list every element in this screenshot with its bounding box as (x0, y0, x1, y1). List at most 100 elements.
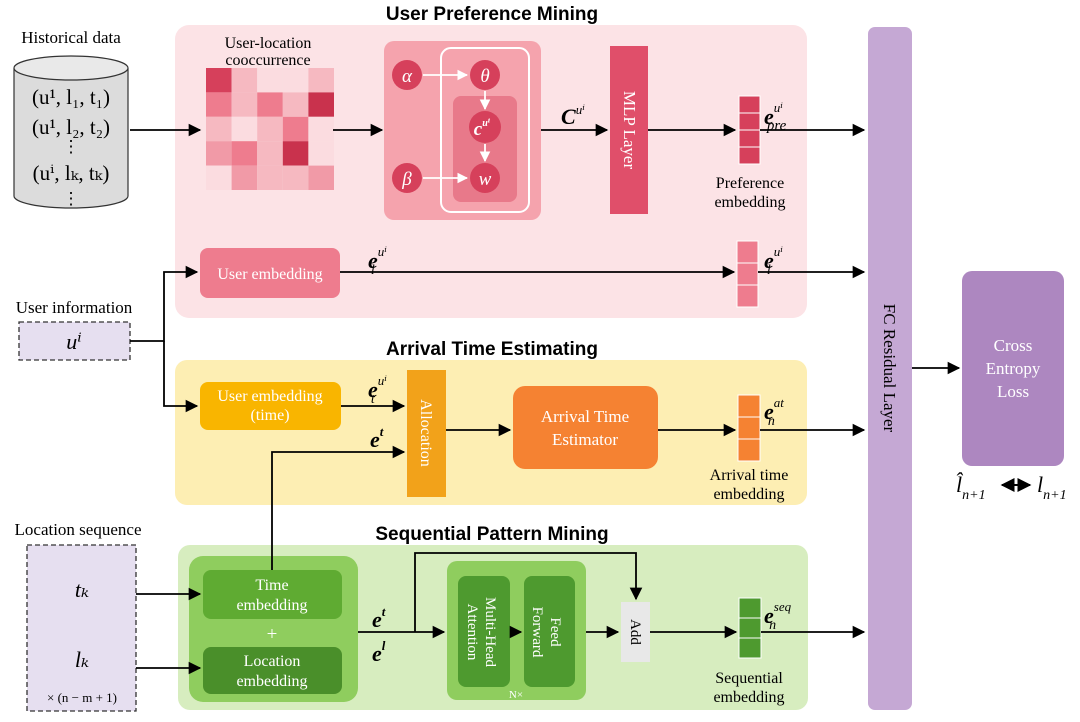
theta-label: θ (480, 66, 489, 87)
heatmap-cell (231, 165, 258, 190)
loc-seq-box (26, 544, 137, 712)
tk-symbol: tₖ (75, 577, 89, 602)
heatmap-cell (231, 116, 258, 142)
loss-1: Cross (994, 336, 1033, 355)
mha-label-2: Attention (464, 604, 480, 661)
c-node-label: cuⁱ (474, 118, 491, 140)
loc-emb-1: Location (244, 653, 301, 670)
heatmap-cell (257, 68, 283, 93)
c-node (469, 111, 501, 143)
user-emb-time-2: (time) (250, 407, 289, 424)
user-emb-time-box (200, 382, 341, 430)
seq-label-2: embedding (713, 689, 784, 706)
mlp-layer (610, 46, 648, 214)
heatmap-cell (206, 68, 232, 93)
heatmap-cell (308, 68, 334, 93)
loss-3: Loss (997, 382, 1029, 401)
pref-embedding-vector (738, 95, 761, 165)
heatmap-cell (257, 141, 283, 166)
location-embedding-box (203, 647, 342, 694)
hist-vdots: ⋮ (63, 137, 80, 156)
c-main-label: Cuⁱ (561, 102, 585, 129)
l-symbol: ln+1 (1037, 472, 1067, 503)
mha-box (458, 576, 510, 687)
pref-label-2: embedding (714, 194, 785, 211)
loss-2: Entropy (986, 359, 1041, 378)
fc-label: FC Residual Layer (880, 304, 899, 433)
estimator-label-1: Arrival Time (541, 407, 629, 426)
cooccurrence-matrix (206, 68, 334, 190)
hist-row-3: (uⁱ, lₖ, tₖ) (33, 161, 110, 185)
time-emb-2: embedding (236, 597, 307, 614)
upm-title: User Preference Mining (386, 4, 598, 25)
heatmap-cell (206, 141, 232, 166)
heatmap-cell (282, 92, 309, 117)
seq-label-1: Sequential (715, 670, 783, 687)
historical-data-label: Historical data (21, 28, 121, 47)
pref-label-1: Preference (716, 175, 784, 192)
hist-row-1: (u¹, l₁, t₁) (32, 85, 110, 109)
heatmap-cell (231, 68, 258, 93)
allocation-label: Allocation (417, 399, 434, 467)
ate-title: Arrival Time Estimating (386, 339, 598, 360)
estimator-label-2: Estimator (552, 430, 618, 449)
ff-label-1: Feed (547, 617, 563, 647)
et-symbol: et (370, 424, 384, 452)
at-label-1: Arrival time (710, 467, 789, 484)
user-embedding-label: User embedding (217, 266, 322, 283)
arrival-estimator-box (513, 386, 658, 469)
user-info-label: User information (16, 298, 133, 317)
alpha-node (392, 60, 422, 90)
heatmap-cell (206, 92, 232, 117)
w-node (470, 163, 500, 193)
time-embedding-box (203, 570, 342, 619)
plus-sign: + (267, 624, 278, 645)
at-label-2: embedding (713, 486, 784, 503)
theta-node (470, 60, 500, 90)
ff-box (524, 576, 575, 687)
heatmap-cell (257, 92, 283, 117)
connectors (130, 123, 961, 675)
user-emb-time-1: User embedding (217, 388, 322, 405)
fc-residual-layer (868, 27, 912, 710)
heatmap-cell (308, 116, 334, 142)
user-embedding-box (200, 248, 340, 298)
time-emb-1: Time (255, 577, 288, 594)
sequential-embedding-vector (738, 597, 762, 659)
heatmap-cell (282, 165, 309, 190)
nx-label: N× (509, 689, 523, 701)
heatmap-cell (282, 116, 309, 142)
heatmap-cell (206, 165, 232, 190)
user-symbol: uⁱ (66, 329, 81, 354)
allocation-box (407, 370, 446, 497)
database-icon (13, 55, 129, 209)
loc-seq-label: Location sequence (15, 520, 142, 539)
repeat-label: × (n − m + 1) (47, 690, 117, 705)
mha-label-1: Multi-Head (482, 597, 498, 667)
spm-el-symbol: el (372, 638, 386, 666)
heatmap-cell (308, 165, 334, 190)
w-label: w (479, 169, 492, 190)
lk-symbol: lₖ (75, 647, 89, 672)
cooc-title-2: cooccurrence (225, 52, 310, 69)
add-label: Add (627, 619, 643, 645)
hist-vdots-2: ⋮ (63, 189, 80, 208)
beta-label: β (401, 169, 412, 190)
heatmap-cell (257, 165, 283, 190)
heatmap-cell (231, 141, 258, 166)
alpha-label: α (402, 66, 413, 87)
spm-title: Sequential Pattern Mining (375, 524, 608, 545)
arrival-embedding-vector (737, 394, 761, 462)
loss-box (962, 271, 1064, 466)
heatmap-cell (282, 68, 309, 93)
ff-label-2: Forward (529, 607, 545, 658)
add-box (621, 602, 650, 662)
lda-plate-outer (440, 47, 530, 213)
beta-node (392, 163, 422, 193)
